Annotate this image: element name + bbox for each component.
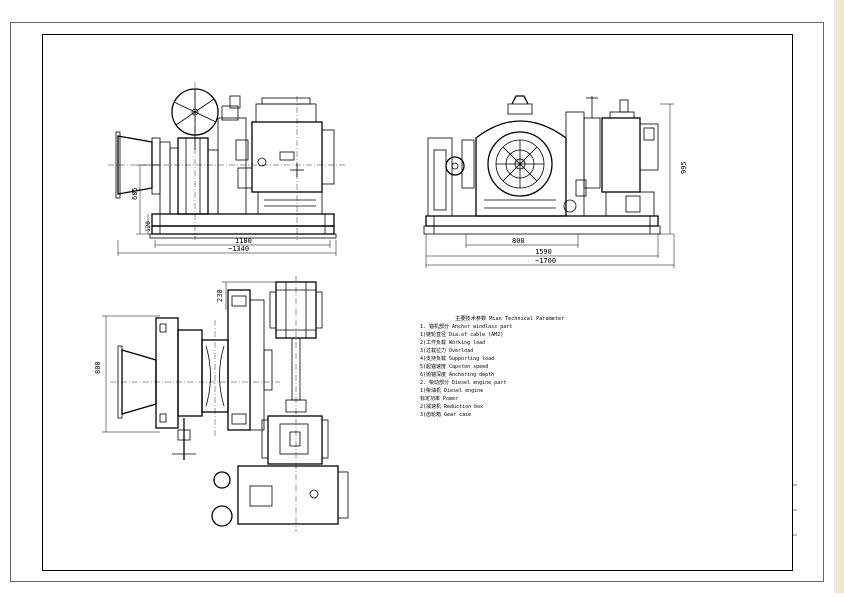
- parameters-title: 主要技术参数 Mian Technical Parameter: [455, 314, 564, 322]
- outer-border: [10, 22, 824, 582]
- dim-1590-label: 1590: [535, 248, 552, 256]
- dim-1340-label: ~1340: [228, 245, 249, 253]
- param-line: 1)柴油机 Diesel engine: [420, 387, 483, 394]
- dim-120-label: 120: [145, 221, 152, 232]
- drawing-frame: [42, 34, 793, 571]
- param-line: 3)过载拉力 Overload: [420, 347, 473, 354]
- param-line: 2. 柴动部分 Diesel engine part: [420, 379, 506, 386]
- param-line: 1. 锚机部分 Anchor windlass part: [420, 323, 512, 330]
- param-line: 5)起锚速度 Capston speed: [420, 363, 488, 370]
- technical-parameters: 主要技术参数 Mian Technical Parameter 1. 锚机部分 …: [420, 314, 564, 418]
- dim-995-label: 995: [680, 161, 688, 174]
- param-line: 2)减速机 Reduction box: [420, 403, 483, 410]
- dim-685-label: 685: [131, 187, 139, 200]
- param-line: 6)抛锚深度 Anchoring depth: [420, 371, 494, 378]
- side-view: [423, 95, 675, 268]
- dim-1700-label: ~1700: [535, 257, 556, 265]
- param-line: 1)链轮直径 Dia.of cable (AM2): [420, 331, 503, 338]
- side-strip: [834, 0, 844, 593]
- dim-800-plan-label: 800: [94, 361, 102, 374]
- param-line: 3)齿轮箱 Gear case: [420, 411, 471, 418]
- front-view: [108, 82, 345, 256]
- param-line: 标定功率 Power: [420, 395, 458, 402]
- dim-1180-label: 1180: [235, 237, 252, 245]
- dim-800-side-label: 800: [512, 237, 525, 245]
- frame-tick-marks: [792, 484, 797, 536]
- dim-230-label: 230: [216, 289, 224, 302]
- param-line: 2)工作负载 Working load: [420, 339, 485, 346]
- plan-view: [102, 276, 349, 532]
- param-line: 4)支持负载 Supporting load: [420, 355, 494, 362]
